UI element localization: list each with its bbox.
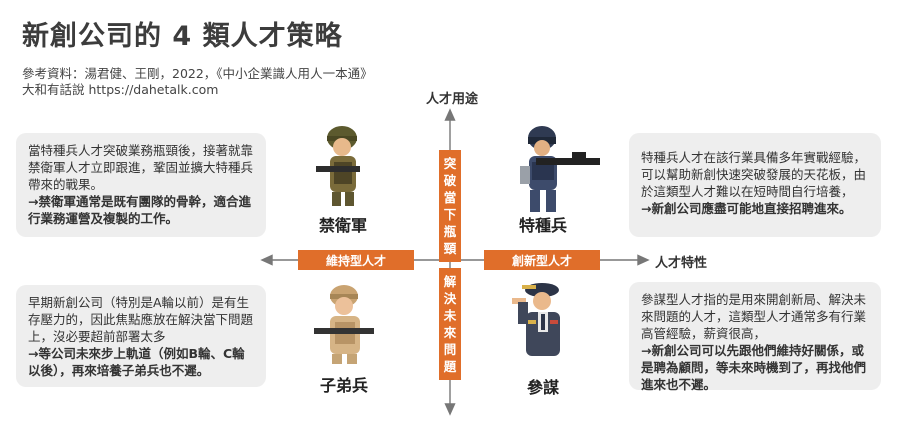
quadrant-bottom-left-description: 早期新創公司（特別是A輪以前）是有生存壓力的，因此焦點應放在解決當下問題上，沒必… bbox=[16, 285, 266, 387]
x-axis-label: 人才特性 bbox=[655, 252, 707, 271]
quadrant-name-staff: 參謀 bbox=[493, 374, 593, 398]
top-left-text: 當特種兵人才突破業務瓶頸後，接著就靠禁衛軍人才立即跟進，鞏固並擴大特種兵帶來的戰… bbox=[28, 143, 253, 192]
top-right-bold-text: →新創公司應盡可能地直接招聘進來。 bbox=[641, 200, 869, 217]
bottom-left-bold-text: →等公司未來步上軌道（例如B輪、C輪以後），再來培養子弟兵也不遲。 bbox=[28, 345, 254, 379]
down-arrow-icon bbox=[446, 404, 455, 414]
bottom-right-text: 參謀型人才指的是用來開創新局、解決未來問題的人才，這類型人才通常多有行業高管經驗… bbox=[641, 292, 866, 341]
y-axis-label: 人才用途 bbox=[426, 88, 478, 107]
quadrant-name-special-forces: 特種兵 bbox=[493, 212, 593, 236]
junior-soldier-icon bbox=[314, 285, 374, 364]
left-arrow-icon bbox=[262, 256, 272, 265]
staff-officer-icon bbox=[512, 283, 560, 356]
tag-solve-future: 解決未來問題 bbox=[439, 268, 461, 380]
quadrant-top-left-description: 當特種兵人才突破業務瓶頸後，接著就靠禁衛軍人才立即跟進，鞏固並擴大特種兵帶來的戰… bbox=[16, 133, 266, 237]
tag-maintenance-talent: 維持型人才 bbox=[298, 250, 414, 270]
tag-breakthrough-current: 突破當下瓶頸 bbox=[439, 150, 461, 262]
top-left-bold-text: →禁衛軍通常是既有團隊的骨幹，適合進行業務運營及複製的工作。 bbox=[28, 193, 254, 227]
tag-innovative-talent: 創新型人才 bbox=[484, 250, 600, 270]
quadrant-name-guard: 禁衛軍 bbox=[293, 212, 393, 236]
guard-soldier-icon bbox=[316, 126, 360, 206]
up-arrow-icon bbox=[446, 110, 455, 120]
top-right-text: 特種兵人才在該行業具備多年實戰經驗，可以幫助新創快速突破發展的天花板，由於這類型… bbox=[641, 150, 866, 199]
bottom-left-text: 早期新創公司（特別是A輪以前）是有生存壓力的，因此焦點應放在解決當下問題上，沒必… bbox=[28, 295, 253, 344]
quadrant-top-right-description: 特種兵人才在該行業具備多年實戰經驗，可以幫助新創快速突破發展的天花板，由於這類型… bbox=[629, 133, 881, 237]
quadrant-name-junior: 子弟兵 bbox=[294, 372, 394, 396]
bottom-right-bold-text: →新創公司可以先跟他們維持好關係，或是聘為顧問，等未來時機到了，再找他們進來也不… bbox=[641, 342, 869, 393]
special-forces-soldier-icon bbox=[520, 126, 600, 212]
quadrant-bottom-right-description: 參謀型人才指的是用來開創新局、解決未來問題的人才，這類型人才通常多有行業高管經驗… bbox=[629, 282, 881, 390]
right-arrow-icon bbox=[638, 256, 648, 265]
